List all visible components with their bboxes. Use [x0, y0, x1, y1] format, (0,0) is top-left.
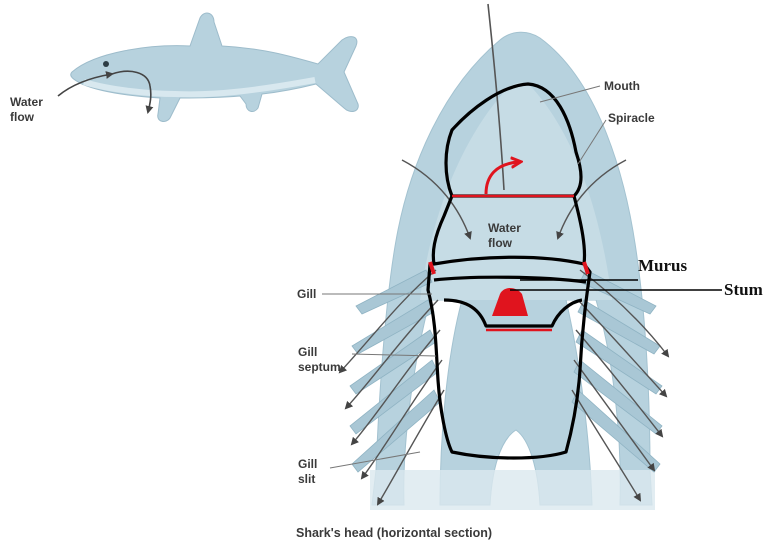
mouth-label: Mouth [604, 79, 640, 93]
water-flow-label-line2: flow [10, 110, 35, 124]
gill-label: Gill [297, 287, 316, 301]
diagram-caption: Shark's head (horizontal section) [296, 526, 492, 540]
gill-septum-label-line1: Gill [298, 345, 317, 359]
water-flow-center-line1: Water [488, 221, 521, 235]
stum-label: Stum [724, 280, 763, 299]
murus-label: Murus [638, 256, 688, 275]
gill-septum-label-line2: septum [298, 360, 341, 374]
gill-slit-label-line1: Gill [298, 457, 317, 471]
shark-side-view [58, 13, 358, 121]
head-section-tissue [350, 32, 662, 510]
water-flow-center-line2: flow [488, 236, 513, 250]
spiracle-label: Spiracle [608, 111, 655, 125]
water-flow-label-line1: Water [10, 95, 43, 109]
gill-slit-label-line2: slit [298, 472, 315, 486]
